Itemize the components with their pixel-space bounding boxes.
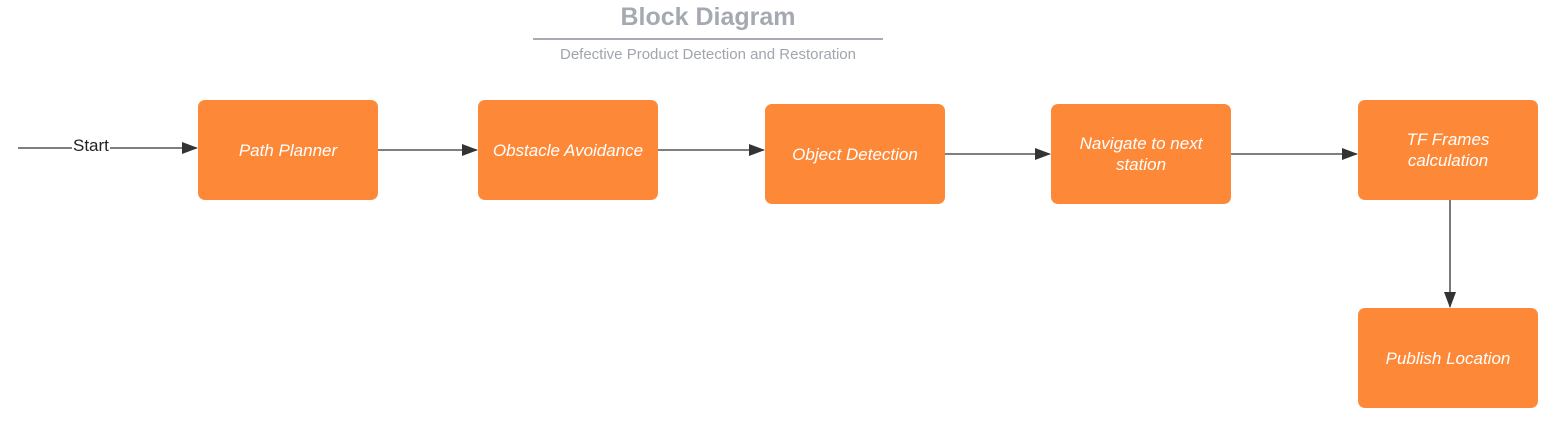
title-underline (533, 38, 883, 40)
start-label: Start (72, 136, 110, 156)
block-path-planner[interactable]: Path Planner (198, 100, 378, 200)
block-publish-location[interactable]: Publish Location (1358, 308, 1538, 408)
diagram-subtitle: Defective Product Detection and Restorat… (560, 46, 856, 63)
diagram-title: Block Diagram (620, 3, 796, 31)
block-obstacle-avoidance[interactable]: Obstacle Avoidance (478, 100, 658, 200)
block-navigate-next-station[interactable]: Navigate to next station (1051, 104, 1231, 204)
block-tf-frames-calculation[interactable]: TF Frames calculation (1358, 100, 1538, 200)
block-object-detection[interactable]: Object Detection (765, 104, 945, 204)
